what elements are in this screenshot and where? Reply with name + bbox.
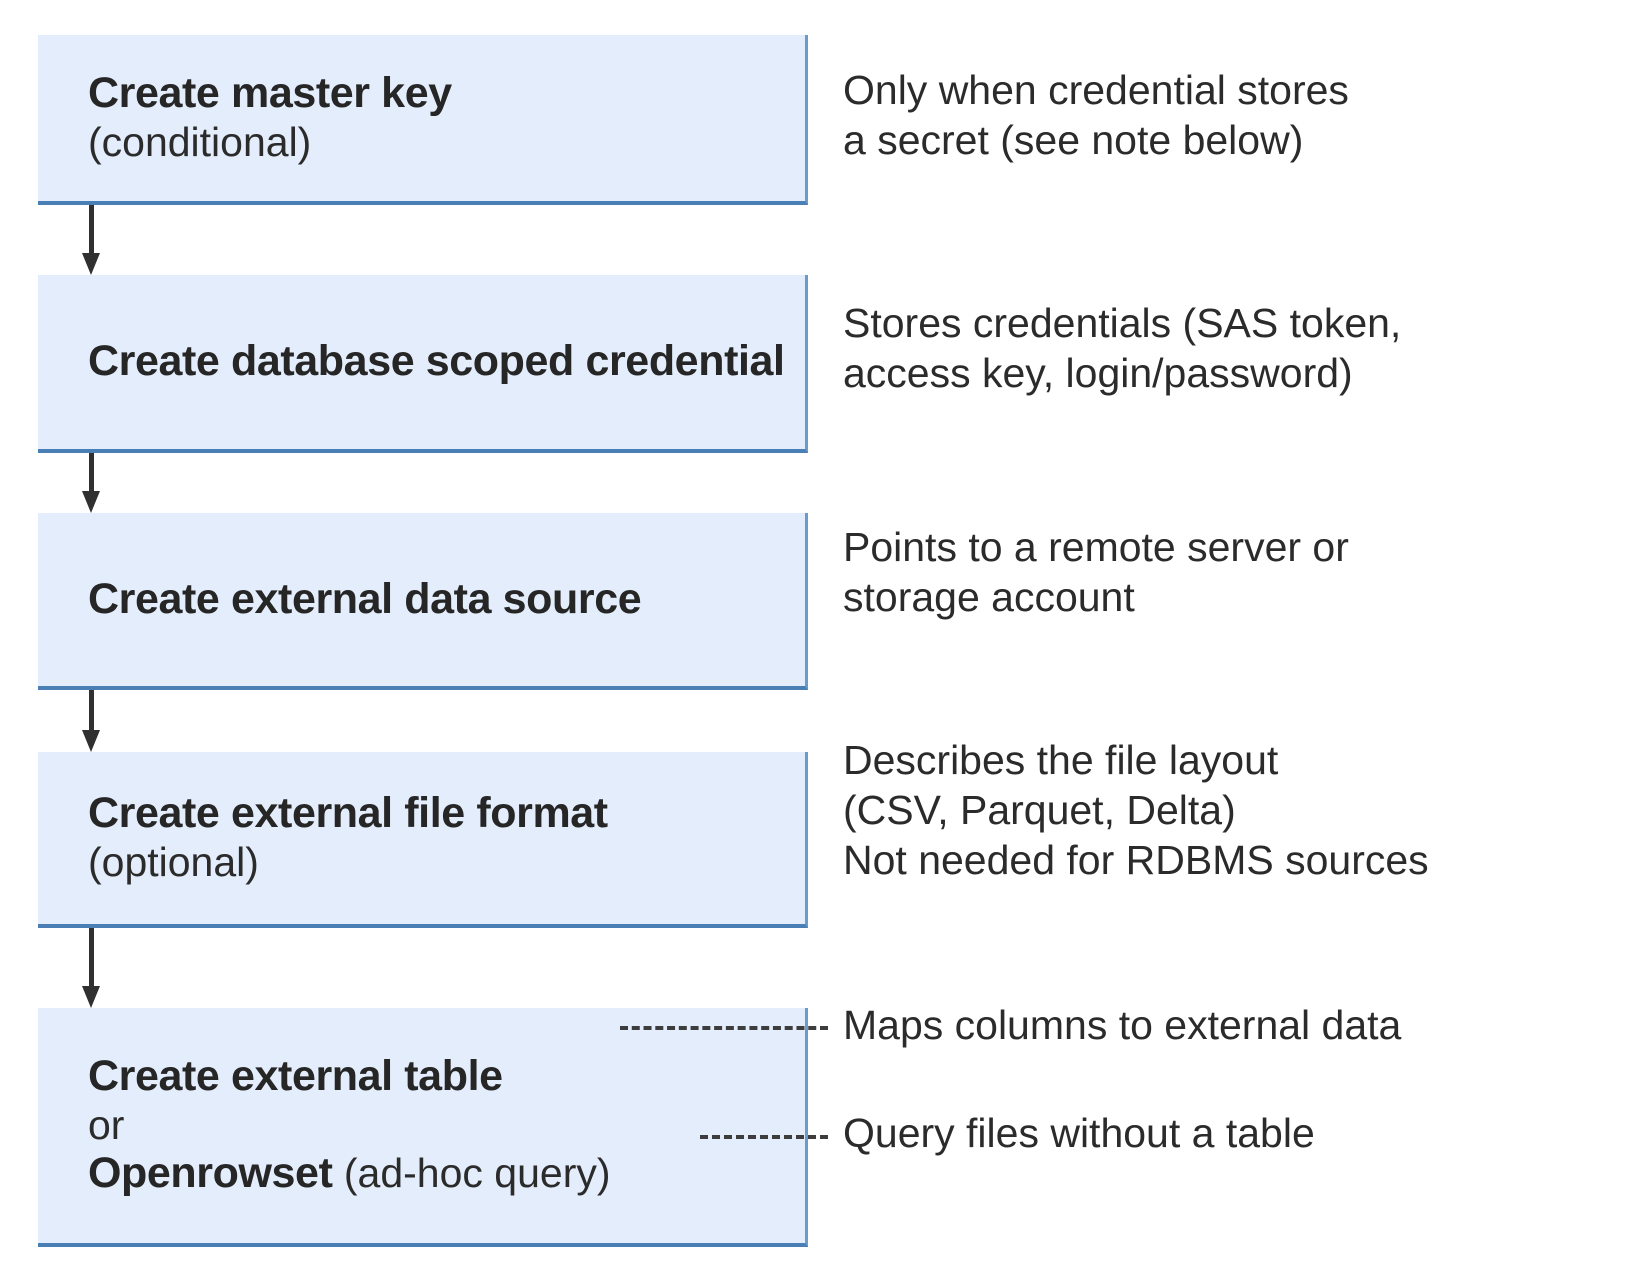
arrow-down-icon-4 [82,928,100,1008]
note-data-source: Points to a remote server or storage acc… [843,524,1349,621]
flow-box-scoped-credential-text: Create database scoped credential [38,337,805,387]
dashed-connector-external-table [620,1026,828,1030]
arrow-head [82,491,100,513]
flow-box-external-table-title: Create external table [88,1051,503,1100]
flow-box-external-table[interactable]: Create external table or Openrowset (ad-… [38,1008,808,1247]
flow-box-file-format-title: Create external file format [88,789,608,838]
arrow-down-icon-3 [82,690,100,752]
flow-box-master-key-text: Create master key (conditional) [38,69,805,166]
note-file-format: Describes the file layout (CSV, Parquet,… [843,737,1429,884]
dashed-connector-openrowset [700,1135,828,1139]
flow-box-openrowset-title: Openrowset [88,1149,333,1198]
arrow-head [82,253,100,275]
flow-box-scoped-credential-title: Create database scoped credential [88,337,785,386]
flow-box-file-format-text: Create external file format (optional) [38,789,805,886]
flow-box-master-key[interactable]: Create master key (conditional) [38,35,808,205]
flow-box-file-format[interactable]: Create external file format (optional) [38,752,808,928]
note-openrowset: Query files without a table [843,1110,1315,1156]
arrow-head [82,730,100,752]
arrow-head [82,986,100,1008]
flow-box-file-format-subtitle: (optional) [88,839,259,886]
arrow-shaft [89,690,94,730]
flow-box-openrowset-line: Openrowset (ad-hoc query) [88,1149,795,1199]
note-external-table: Maps columns to external data [843,1002,1402,1048]
arrow-shaft [89,928,94,986]
arrow-shaft [89,453,94,491]
flow-box-master-key-subtitle: (conditional) [88,119,312,166]
arrow-shaft [89,205,94,253]
flow-box-data-source[interactable]: Create external data source [38,513,808,690]
flow-box-master-key-title: Create master key [88,69,452,118]
flow-box-data-source-title: Create external data source [88,574,642,623]
note-master-key: Only when credential stores a secret (se… [843,67,1349,164]
arrow-down-icon-1 [82,205,100,275]
flow-box-openrowset-subtitle: (ad-hoc query) [332,1150,611,1197]
flow-box-external-table-text: Create external table or Openrowset (ad-… [38,1052,805,1199]
flow-box-external-table-connector: or [88,1101,125,1148]
flow-box-scoped-credential[interactable]: Create database scoped credential [38,275,808,453]
flow-box-data-source-text: Create external data source [38,575,805,625]
note-scoped-credential: Stores credentials (SAS token, access ke… [843,300,1402,397]
arrow-down-icon-2 [82,453,100,513]
